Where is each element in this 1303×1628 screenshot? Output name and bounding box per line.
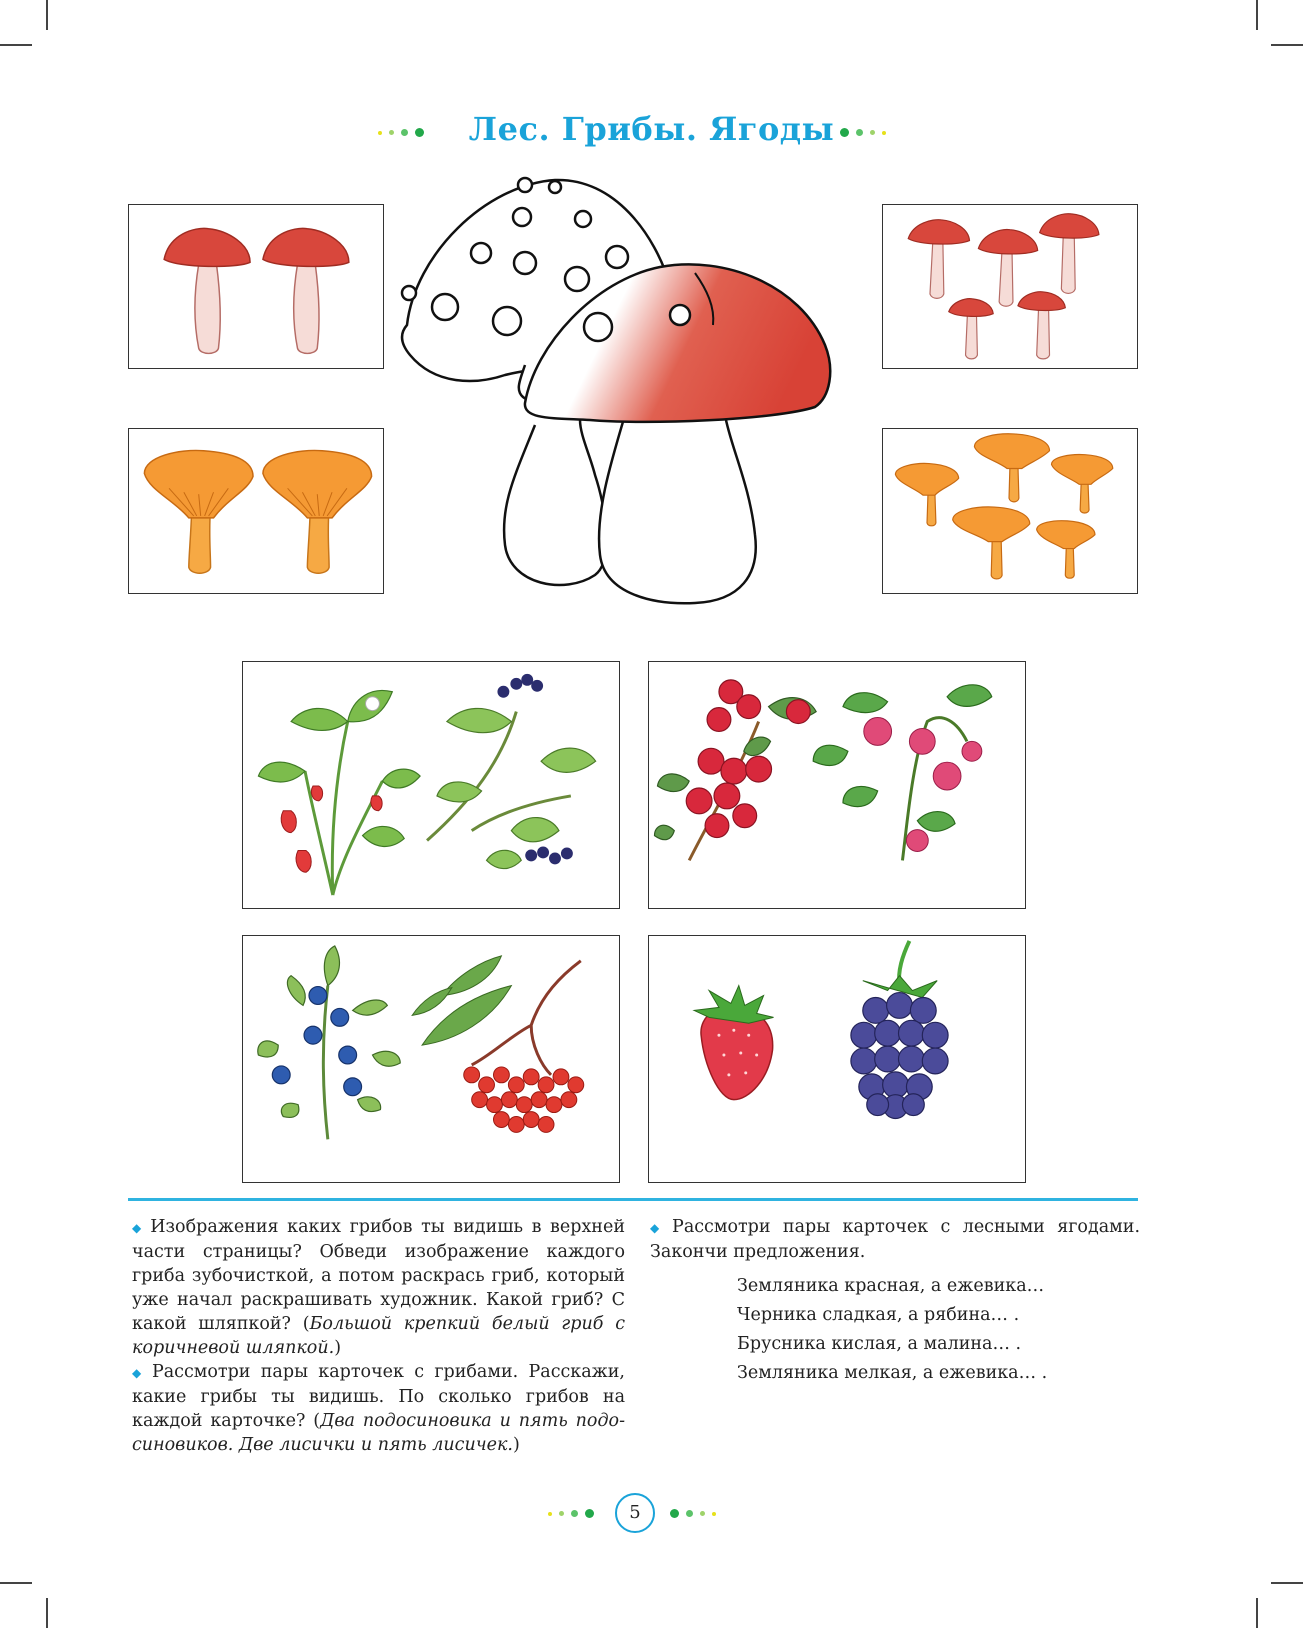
chanterelle-icon bbox=[143, 449, 373, 574]
strawberry-plant-icon bbox=[257, 690, 421, 896]
chanterelle-icon bbox=[894, 433, 1114, 580]
crop-mark bbox=[46, 1598, 48, 1628]
fly-agaric-stem bbox=[502, 419, 608, 587]
card-five-boletus bbox=[882, 204, 1138, 369]
instruction-paragraph-2: ◆Рассмотри пары карточек с грибами. Расс… bbox=[132, 1362, 625, 1455]
raspberry-icon bbox=[812, 684, 993, 861]
page-dots-right bbox=[670, 1509, 716, 1518]
card-strawberry-blackberry-plants bbox=[242, 661, 620, 909]
card-two-chanterelles bbox=[128, 428, 384, 594]
page-dots-left bbox=[548, 1509, 594, 1518]
crop-mark bbox=[1256, 0, 1258, 30]
bullet-icon: ◆ bbox=[650, 1221, 667, 1235]
crop-mark bbox=[46, 0, 48, 30]
crop-mark bbox=[1256, 1598, 1258, 1628]
red-mushroom-icon bbox=[163, 227, 350, 355]
card-lingonberry-raspberry bbox=[648, 661, 1026, 909]
lingonberry-icon bbox=[653, 679, 817, 862]
left-instructions: ◆Изображения каких грибов ты видишь в ве… bbox=[132, 1215, 625, 1457]
card-blueberry-rowan bbox=[242, 935, 620, 1183]
instruction-paragraph-3: ◆Рассмотри пары карточек с лесными ягода… bbox=[650, 1217, 1141, 1262]
blackberry-plant-icon bbox=[426, 673, 597, 870]
blackberry-icon bbox=[850, 940, 949, 1120]
bullet-icon: ◆ bbox=[132, 1366, 146, 1380]
sentence-item: Земляника красная, а ежевика… bbox=[737, 1276, 1045, 1296]
crop-mark bbox=[1271, 1582, 1303, 1584]
card-two-boletus bbox=[128, 204, 384, 369]
instruction-paragraph-1: ◆Изображения каких грибов ты видишь в ве… bbox=[132, 1217, 625, 1358]
sentence-item: Брусника кислая, а малина… . bbox=[737, 1334, 1022, 1354]
title-dots-right bbox=[840, 128, 886, 137]
boletus-stem bbox=[597, 414, 757, 605]
crop-mark bbox=[0, 1582, 32, 1584]
title-dots-left bbox=[378, 128, 424, 137]
blueberry-icon bbox=[257, 945, 401, 1140]
right-instructions: ◆Рассмотри пары карточек с лесными ягода… bbox=[650, 1215, 1140, 1388]
bullet-icon: ◆ bbox=[132, 1221, 145, 1235]
red-mushroom-icon bbox=[907, 213, 1100, 360]
page-number: 5 bbox=[615, 1493, 655, 1533]
card-five-chanterelles bbox=[882, 428, 1138, 594]
sentence-item: Черника сладкая, а рябина… . bbox=[737, 1305, 1020, 1325]
crop-mark bbox=[0, 44, 32, 46]
sentence-list: Земляника красная, а ежевика… Черника сл… bbox=[737, 1272, 1140, 1388]
rowan-icon bbox=[411, 955, 585, 1133]
section-divider bbox=[128, 1198, 1138, 1201]
coloring-mushrooms-drawing bbox=[400, 176, 832, 605]
crop-mark bbox=[1271, 44, 1303, 46]
card-strawberry-blackberry bbox=[648, 935, 1026, 1183]
boletus-cap bbox=[523, 263, 832, 424]
strawberry-icon bbox=[692, 984, 774, 1101]
page-title: Лес. Грибы. Ягоды bbox=[468, 110, 835, 148]
sentence-item: Земляника мелкая, а ежевика… . bbox=[737, 1363, 1048, 1383]
